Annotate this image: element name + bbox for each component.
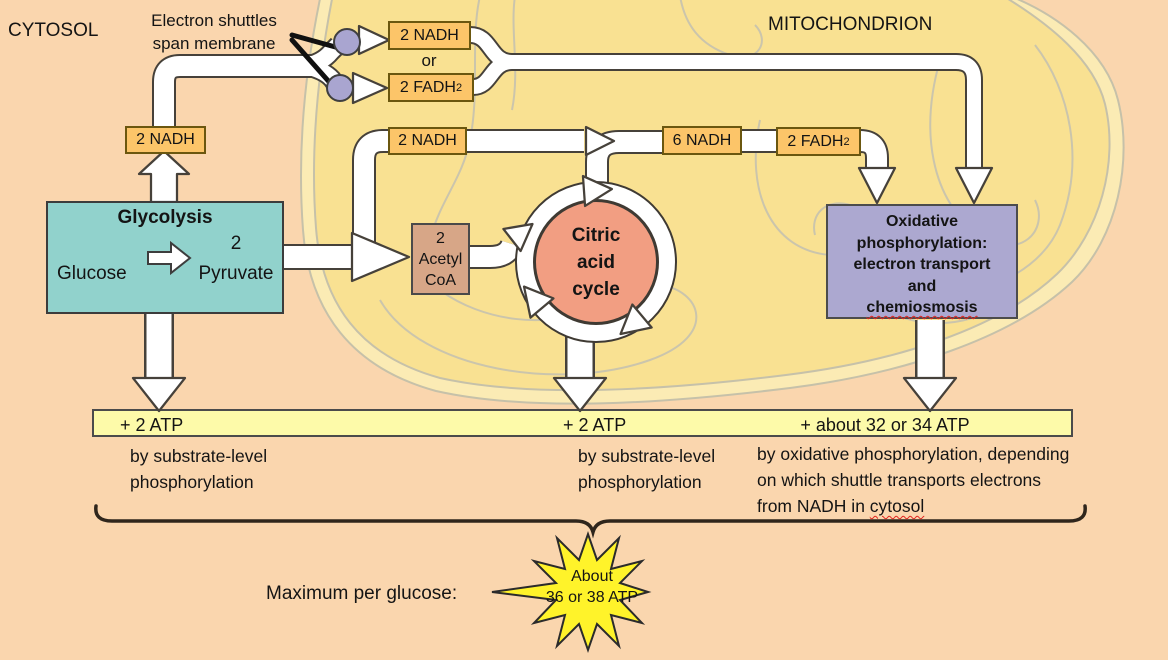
cycle-nadh-box [662,126,742,155]
shuttle-fadh2-box [388,73,474,102]
acetyl-coa-box [411,223,470,295]
arrowhead-fadh2-oxphos [857,166,897,205]
oxidative-phosphorylation-box [826,204,1018,319]
pyruvate-label: Pyruvate [198,263,274,284]
pyruvate-nadh-box [388,127,467,155]
starburst-shape [491,530,652,654]
shuttle-circle-top [333,28,361,56]
acetyl-coa-label: 2 Acetyl CoA [418,230,463,289]
arrowhead-chain-oxphos [954,166,994,205]
arrowhead-glycolysis-atp [131,376,187,413]
shuttle-nadh-box [388,21,471,50]
pipe-shuttle-to-oxphos [468,26,983,172]
pipe-acetyl-cycle [470,239,524,269]
glycolysis-nadh-box [125,126,206,154]
mitochondrion-label: MITOCHONDRION [768,14,933,35]
summary-brace [94,504,1087,539]
glucose-label: Glucose [57,263,127,284]
process-boxes [46,21,1018,319]
shuttle-circle-bottom [326,74,354,102]
arrowheads [131,24,994,413]
electron-shuttles [289,28,361,102]
citric-acid-cycle-label: Citric acid cycle [571,225,621,300]
shuttle-nadh-label: 2 NADH [400,26,459,44]
starburst-label: About 36 or 38 ATP [545,568,639,606]
cycle-nadh-label: 6 NADH [672,131,732,149]
arrowhead-glycolysis-nadh [137,149,191,204]
maximum-per-glucose-label: Maximum per glucose: [266,583,458,604]
pyruvate-nadh-label: 2 NADH [398,132,457,149]
arrowhead-cycle-right [619,303,653,336]
cytosol-word: cytosol [869,496,925,516]
arrowhead-cycle-left [522,285,555,319]
citric-acid-cycle-circle [534,200,658,324]
glycolysis-nadh-label: 2 NADH [136,131,195,148]
arrowhead-citric-atp [552,376,608,413]
arrowhead-acetyl [350,231,411,283]
pipe-pyruvate-nadh [352,129,395,252]
glucose-pyruvate-arrow-icon [147,240,192,276]
arrowhead-nadh-row [584,125,616,157]
citric-atp-note: by substrate-level phosphorylation [578,446,716,492]
arrowhead-cycle-entry [502,222,534,253]
shuttle-pointer-lines [289,32,342,87]
cytosol-label: CYTOSOL [8,20,99,41]
arrowhead-cycle-top [581,174,614,208]
glycolysis-title: Glycolysis [117,207,213,228]
glycolysis-atp-note: by substrate-level phosphorylation [130,446,268,492]
citric-atp-label: + 2 ATP [563,415,627,435]
oxphos-atp-label: + about 32 or 34 ATP [800,415,970,435]
electron-shuttle-caption: Electron shuttles span membrane [151,11,277,53]
oxidative-phosphorylation-label: Oxidative phosphorylation: electron tran… [853,213,991,316]
glycolysis-box [46,201,284,314]
oxphos-atp-note: by oxidative phosphorylation, depending … [757,444,1070,516]
arrowhead-oxphos-atp [902,376,958,413]
pyruvate-count: 2 [230,233,242,254]
glycolysis-atp-label: + 2 ATP [120,415,184,435]
or-label: or [421,51,437,70]
cycle-fadh2-box [776,127,861,156]
atp-summary-bar [92,409,1073,437]
